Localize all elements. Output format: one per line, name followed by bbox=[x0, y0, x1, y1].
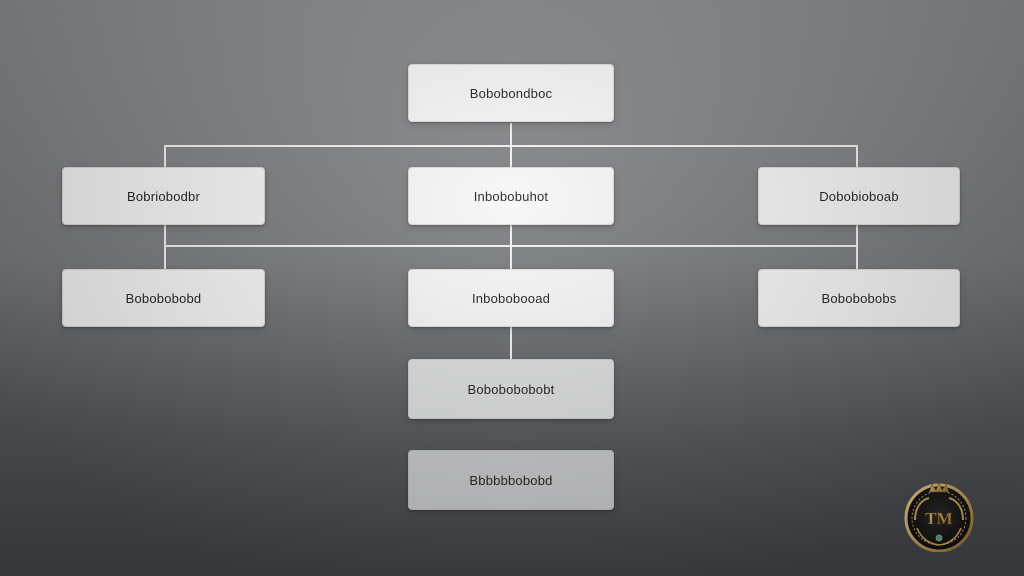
node-level2-right-label: Bobobobobs bbox=[821, 290, 897, 306]
node-root-label: Bobobondboc bbox=[469, 85, 553, 101]
node-level1-left[interactable]: Bobriobodbr bbox=[62, 167, 265, 225]
node-level1-right-label: Dobobioboab bbox=[819, 188, 899, 204]
tm-logo-emblem: TM bbox=[904, 482, 974, 552]
node-level2-center[interactable]: Inbobobooad bbox=[408, 269, 614, 327]
node-level4[interactable]: Bbbbbbobobd bbox=[408, 450, 614, 510]
node-level4-label: Bbbbbbobobd bbox=[469, 472, 553, 488]
node-level2-right[interactable]: Bobobobobs bbox=[758, 269, 960, 327]
node-level3[interactable]: Bobobobobobt bbox=[408, 359, 614, 419]
node-level3-label: Bobobobobobt bbox=[467, 381, 555, 397]
node-level1-right[interactable]: Dobobioboab bbox=[758, 167, 960, 225]
node-level2-left-label: Bobobobobd bbox=[125, 290, 202, 306]
node-root[interactable]: Bobobondboc bbox=[408, 64, 614, 122]
node-level1-left-label: Bobriobodbr bbox=[126, 188, 201, 204]
node-level2-center-label: Inbobobooad bbox=[471, 290, 551, 306]
node-level1-center-label: Inbobobuhot bbox=[473, 188, 549, 204]
node-level2-left[interactable]: Bobobobobd bbox=[62, 269, 265, 327]
node-level1-center[interactable]: Inbobobuhot bbox=[408, 167, 614, 225]
tm-logo-monogram: TM bbox=[925, 509, 952, 528]
